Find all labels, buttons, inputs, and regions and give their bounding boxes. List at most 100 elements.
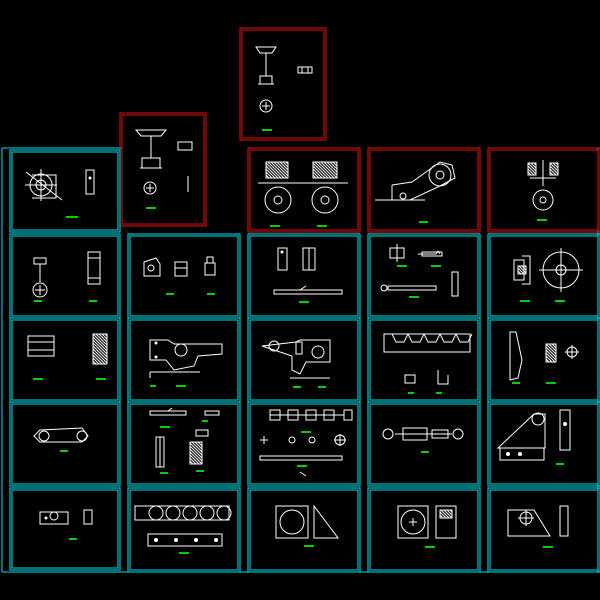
drawing-line — [439, 511, 447, 519]
drawing-line — [25, 171, 63, 201]
title-label-mark — [297, 465, 307, 467]
drawing-circle — [264, 186, 292, 214]
title-label-mark — [546, 382, 556, 384]
drawing-sheet-r4c1 — [9, 401, 121, 487]
drawing-rect — [367, 147, 481, 233]
drawing-circle — [38, 430, 50, 442]
title-label-mark — [304, 545, 314, 547]
drawing-sheet-r5c2 — [127, 487, 241, 573]
title-label-mark — [436, 392, 442, 394]
drawing-rect — [559, 505, 569, 537]
drawing-line — [443, 509, 453, 519]
drawing-line — [549, 171, 554, 176]
drawing-path — [509, 331, 523, 381]
drawing-line — [554, 343, 557, 346]
drawing-line — [189, 457, 197, 465]
title-label-mark — [150, 385, 156, 387]
drawing-rect — [9, 487, 121, 571]
drawing-rect — [259, 75, 273, 85]
drawing-rect — [195, 429, 209, 437]
drawing-circle — [400, 509, 426, 535]
drawing-rect — [11, 319, 119, 401]
drawing-circle — [165, 505, 181, 521]
drawing-line — [265, 162, 282, 179]
drawing-line — [314, 161, 332, 179]
drawing-line — [517, 270, 522, 275]
drawing-line — [92, 360, 97, 365]
drawing-rect — [367, 487, 481, 573]
drawing-rect — [247, 487, 361, 573]
drawing-line — [549, 165, 559, 175]
drawing-path — [32, 174, 57, 199]
drawing-circle — [288, 436, 296, 444]
drawing-line — [191, 441, 203, 453]
drawing-line — [282, 161, 289, 168]
drawing-rect — [487, 317, 600, 403]
drawing-circle — [428, 163, 452, 187]
drawing-sheet-r2c1 — [9, 233, 121, 319]
drawing-line — [92, 357, 100, 365]
drawing-circle — [147, 264, 155, 272]
drawing-line — [527, 171, 532, 176]
drawing-sheet-r5c1 — [9, 487, 121, 571]
drawing-rect — [249, 235, 359, 317]
drawing-dot — [154, 341, 158, 345]
drawing-circle — [382, 428, 394, 440]
drawing-rect — [277, 247, 288, 271]
drawing-rect — [487, 401, 600, 487]
drawing-line — [446, 509, 453, 516]
drawing-path — [407, 333, 425, 343]
drawing-rect — [11, 235, 119, 317]
drawing-path — [33, 427, 89, 443]
drawing-rect — [247, 147, 361, 233]
drawing-sheet-r4c3 — [247, 401, 361, 487]
drawing-dot — [518, 452, 522, 456]
title-label-mark — [176, 385, 186, 387]
drawing-line — [95, 333, 108, 346]
title-label-mark — [96, 378, 106, 380]
drawing-line — [549, 162, 559, 172]
drawing-rect — [402, 427, 428, 441]
drawing-dot — [214, 538, 218, 542]
drawing-path — [522, 255, 531, 285]
title-label-mark — [299, 301, 309, 303]
drawing-rect — [83, 509, 93, 525]
drawing-line — [265, 165, 279, 179]
drawing-rect — [559, 409, 571, 451]
title-label-mark — [60, 450, 68, 452]
drawing-line — [320, 161, 338, 179]
drawing-line — [312, 165, 326, 179]
drawing-sheet-r2c2 — [127, 233, 241, 319]
drawing-rect — [247, 233, 361, 319]
drawing-circle — [268, 340, 280, 352]
drawing-circle — [216, 505, 232, 521]
drawing-line — [279, 161, 289, 171]
drawing-rect — [129, 403, 239, 485]
title-label-mark — [512, 382, 520, 384]
drawing-line — [312, 162, 329, 179]
drawing-circle — [308, 436, 316, 444]
drawing-rect — [134, 505, 230, 521]
drawing-line — [545, 358, 550, 363]
drawing-line — [92, 354, 103, 365]
drawing-rect — [499, 447, 545, 461]
drawing-line — [545, 355, 553, 363]
drawing-rect — [369, 403, 479, 485]
drawing-line — [92, 333, 108, 349]
title-label-mark — [408, 392, 414, 394]
drawing-line — [524, 265, 527, 268]
drawing-rect — [249, 403, 359, 485]
drawing-line — [189, 454, 200, 465]
drawing-path — [134, 129, 168, 137]
title-label-mark — [69, 538, 77, 540]
drawing-rect — [11, 151, 119, 231]
drawing-rect — [421, 251, 443, 257]
drawing-circle — [539, 196, 547, 204]
drawing-path — [313, 504, 339, 539]
drawing-rect — [33, 257, 47, 265]
title-label-mark — [409, 296, 419, 298]
drawing-sheet-r1c5 — [487, 147, 600, 233]
drawing-rect — [435, 505, 457, 539]
drawing-line — [299, 471, 307, 477]
